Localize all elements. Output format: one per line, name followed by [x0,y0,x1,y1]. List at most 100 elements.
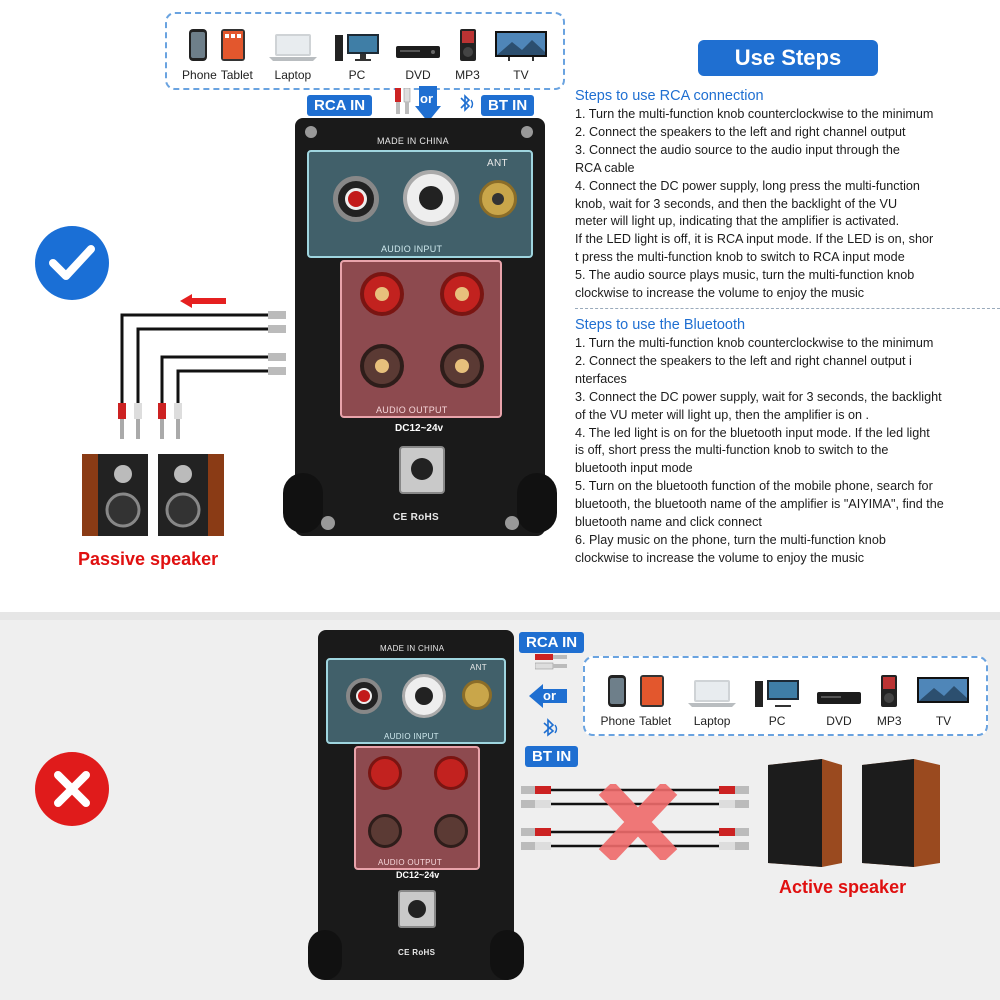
audio-input-label: AUDIO INPUT [384,732,439,741]
device-label-tv: TV [935,714,952,728]
bt-step-line: 5. Turn on the bluetooth function of the… [575,479,933,494]
device-label-mp3: MP3 [455,68,480,82]
tv-icon [917,677,970,703]
bluetooth-icon [460,94,474,112]
device-laptop: Laptop [267,32,319,82]
dc-power-jack [399,446,445,494]
phone-icon [189,29,208,61]
rca-step-line: t press the multi-function knob to switc… [575,250,905,265]
speaker-terminal-black-left [360,344,404,388]
rca-steps-title: Steps to use RCA connection [575,88,764,104]
active-speaker-image [768,759,940,867]
bt-step-line: is off, short press the multi-function k… [575,443,889,458]
tablet-icon [639,675,664,707]
device-mp3: MP3 [455,28,480,82]
rca-jack-red [333,176,379,222]
audio-input-panel: ANT AUDIO INPUT [326,658,506,744]
forbidden-x-mark-icon [598,784,678,860]
rca-step-line: 5. The audio source plays music, turn th… [575,268,915,283]
device-pc: PC [753,678,801,728]
device-label-dvd: DVD [826,714,852,728]
amp-foot-left [283,473,323,533]
made-in-label: MADE IN CHINA [377,136,449,146]
rca-jack-white [402,674,446,718]
rca-steps-section: Steps to use RCA connection 1. Turn the … [575,87,1000,303]
device-label-dvd: DVD [405,68,431,82]
source-devices-box-bottom: Phone Tablet Laptop PC DVD MP3 TV [583,656,988,736]
bt-step-line: 4. The led light is on for the bluetooth… [575,425,930,440]
correct-check-icon [35,226,109,300]
rca-plug-icon [395,88,411,114]
bt-step-line: bluetooth, the bluetooth name of the amp… [575,497,944,512]
screw-icon [521,126,533,138]
rca-plug-icon [535,654,567,670]
bt-step-line: of the VU meter will light up, then the … [575,407,869,422]
speaker-terminal-red-left [360,272,404,316]
mp3-icon [459,29,476,61]
device-label-tv: TV [513,68,529,82]
bt-step-line: 1. Turn the multi-function knob counterc… [575,336,934,350]
dc-power-jack [398,890,436,928]
device-laptop: Laptop [686,678,738,728]
rca-step-line: 1. Turn the multi-function knob counterc… [575,107,934,121]
certification-label: CE RoHS [398,948,436,957]
antenna-connector [479,180,517,218]
device-mp3: MP3 [877,674,902,728]
made-in-label: MADE IN CHINA [380,644,445,653]
antenna-connector [462,680,492,710]
speaker-terminal-black-right [434,814,468,848]
device-phone-tablet: Phone Tablet [182,28,253,82]
speaker-cables [118,311,286,439]
speaker-terminal-red-left [368,756,402,790]
output-arrow-icon [180,294,226,308]
device-label-tablet: Tablet [639,714,672,728]
device-pc: PC [333,32,381,82]
device-label-tablet: Tablet [220,68,253,82]
rca-in-tag: RCA IN [519,632,585,653]
amplifier-body: MADE IN CHINA ANT AUDIO INPUT AUDIO OUTP… [283,118,557,536]
amp-foot-right [490,930,524,980]
bt-step-line: clockwise to increase the volume to enjo… [575,550,865,565]
bt-step-line: bluetooth name and click connect [575,515,762,530]
certification-label: CE RoHS [393,512,439,523]
speaker-terminal-black-right [440,344,484,388]
speaker-terminal-black-left [368,814,402,848]
dc-label: DC12~24v [396,870,440,880]
bluetooth-icon [543,718,558,737]
rca-step-line: meter will light up, indicating that the… [575,214,900,229]
screw-icon [321,516,335,530]
bt-step-line: 6. Play music on the phone, turn the mul… [575,532,886,547]
rca-jack-white [403,170,459,226]
rca-step-line: 3. Connect the audio source to the audio… [575,142,900,157]
section-divider [0,612,1000,620]
rca-step-line: knob, wait for 3 seconds, and then the b… [575,196,898,211]
tv-icon [494,31,547,61]
dc-label: DC12~24v [395,423,444,434]
device-label-pc: PC [348,68,366,82]
bt-step-line: bluetooth input mode [575,461,693,476]
tablet-icon [221,29,246,61]
bt-in-tag: BT IN [481,95,535,116]
rca-step-line: RCA cable [575,160,635,175]
mp3-icon [881,675,898,707]
active-speaker-label: Active speaker [779,877,907,897]
audio-input-panel: ANT AUDIO INPUT [307,150,533,258]
device-tv: TV [494,30,548,82]
audio-output-label: AUDIO OUTPUT [376,405,448,415]
ant-label: ANT [487,158,508,169]
device-label-pc: PC [768,714,786,728]
dvd-icon [396,46,441,58]
phone-icon [607,675,626,707]
rca-step-line: If the LED light is off, it is RCA input… [575,232,934,247]
device-label-laptop: Laptop [693,714,731,728]
or-label-top: or [420,91,433,106]
or-label-bottom: or [543,688,556,703]
pc-icon [334,34,379,61]
bt-steps-section: Steps to use the Bluetooth 1. Turn the m… [575,316,1000,568]
screw-icon [505,516,519,530]
device-label-phone: Phone [182,68,217,82]
or-arrow-icon [529,684,567,708]
bt-in-tag: BT IN [525,746,579,767]
device-dvd: DVD [816,686,862,728]
active-speaker-cables [521,786,749,850]
